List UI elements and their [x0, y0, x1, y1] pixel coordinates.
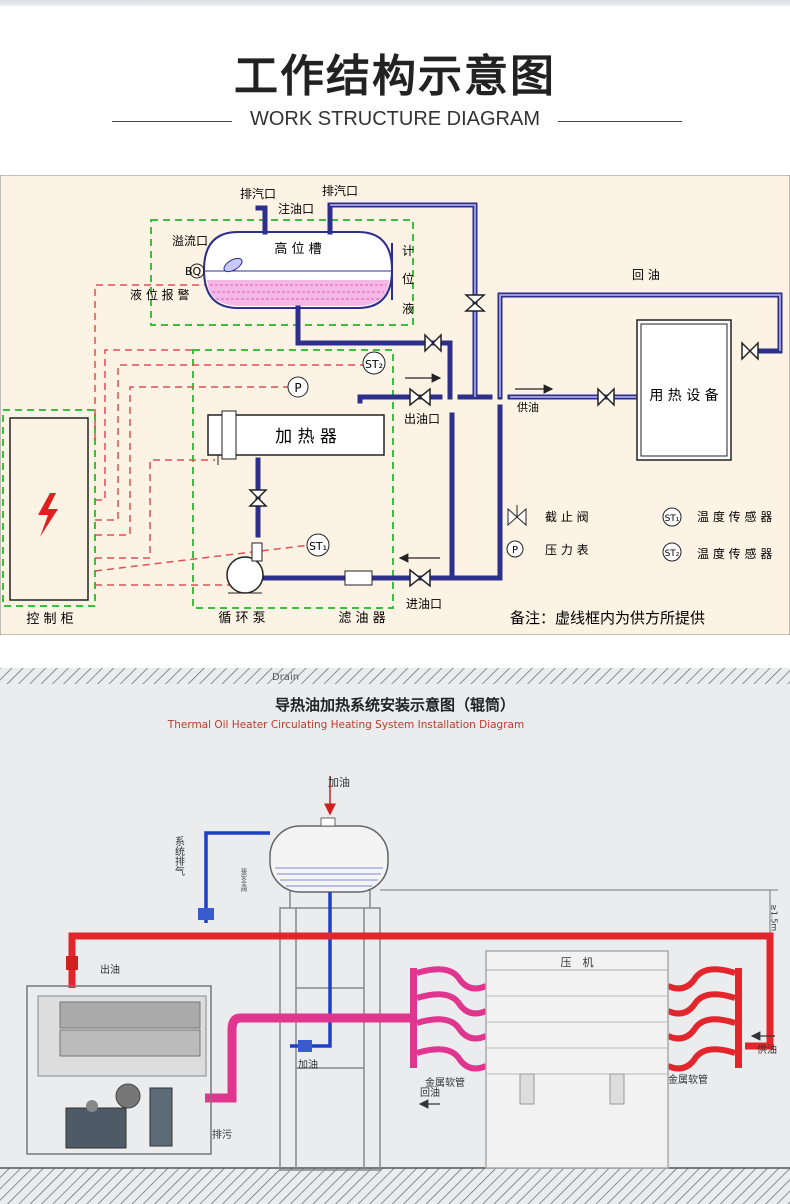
- title-rule-right: [558, 121, 682, 122]
- outlet-label: 出油: [100, 963, 120, 976]
- heater: [207, 410, 385, 465]
- work-structure-diagram: 控 制 柜 高 位 槽 BQ 溢流口 排汽口 注油口 排汽口 液 位 报 警 计…: [0, 175, 790, 635]
- drain-label: 排污: [212, 1128, 232, 1141]
- high-tank-label: 高 位 槽: [274, 241, 321, 257]
- metal-hose-left-label: 金属软管: [425, 1076, 465, 1089]
- valves: [248, 294, 759, 588]
- overflow-label: 溢流口: [172, 234, 208, 248]
- pipe-highlights: [330, 204, 781, 398]
- title-rule-left: [112, 121, 232, 122]
- level-gauge-2: 位: [402, 271, 414, 286]
- pump-label: 循 环 泵: [218, 611, 265, 626]
- electric-bolt-icon: [38, 493, 58, 537]
- drain-tag: Drain: [272, 672, 299, 683]
- return-pipe: [205, 1013, 412, 1103]
- supply-manifold: [735, 968, 742, 1068]
- oil-filter: [344, 570, 373, 586]
- heat-equipment: [636, 319, 732, 461]
- supply-label: 供油: [517, 400, 539, 414]
- return-oil-label: 回 油: [632, 268, 660, 282]
- legend-p-symbol: P: [512, 545, 518, 556]
- diagram2-title: 导热油加热系统安装示意图（辊筒）: [275, 696, 515, 714]
- heater-unit: [26, 985, 212, 1155]
- legend-valve-label: 截 止 阀: [545, 510, 589, 524]
- page-header: 工作结构示意图 WORK STRUCTURE DIAGRAM: [0, 0, 790, 170]
- add-oil-top-label: 加油: [328, 775, 350, 789]
- fill-valve: [298, 1040, 312, 1052]
- vent1-label: 排汽口: [240, 186, 276, 201]
- legend-st1-symbol: ST₁: [665, 514, 680, 524]
- tank-side-label: 接安全阀: [240, 867, 247, 893]
- pump: [226, 542, 264, 594]
- left-hoses: [416, 966, 488, 1072]
- add-oil-label: 加油: [298, 1058, 318, 1071]
- legend-temp2-label: 温 度 传 感 器: [697, 546, 772, 561]
- floor-hatch: [0, 1168, 790, 1204]
- legend-st2-icon: [662, 542, 682, 562]
- press-machine: [485, 950, 669, 1169]
- st1-label: ST₁: [309, 540, 327, 553]
- control-cabinet-label: 控 制 柜: [26, 612, 73, 627]
- level-gauge-3: 液: [402, 301, 414, 316]
- outlet-label: 出油口: [404, 412, 440, 426]
- vent-valve: [198, 908, 214, 920]
- legend-st2-symbol: ST₂: [665, 549, 680, 559]
- high-tank: [202, 231, 394, 309]
- st2-label: ST₂: [365, 358, 383, 371]
- supply-label: 供油: [757, 1043, 777, 1056]
- diagram1-note: 备注：虚线框内为供方所提供: [510, 609, 705, 627]
- heat-equipment-inner: [640, 323, 728, 457]
- heater-label: 加 热 器: [275, 427, 337, 447]
- inlet-label: 进油口: [406, 597, 442, 611]
- pressure-gauge-p: [287, 376, 309, 398]
- tank-supply-box: [150, 219, 414, 326]
- ceiling-hatch: [0, 668, 790, 684]
- float-ball: [223, 257, 243, 273]
- outlet-valve: [66, 956, 78, 970]
- page-title: 工作结构示意图: [234, 51, 556, 102]
- height-label: ≥1.5m: [770, 904, 779, 931]
- top-band: [0, 0, 790, 6]
- heat-equipment-label: 用 热 设 备: [649, 387, 718, 404]
- legend-p-icon: [506, 540, 524, 558]
- metal-hose-right-label: 金属软管: [668, 1073, 708, 1086]
- press-label: 压 机: [561, 955, 594, 969]
- filter-label: 滤 油 器: [338, 611, 385, 626]
- bq-sensor: [189, 263, 205, 279]
- legend-st1-icon: [662, 507, 682, 527]
- st2-sensor: [362, 351, 386, 375]
- page-subtitle: WORK STRUCTURE DIAGRAM: [250, 108, 540, 130]
- level-alarm-label: 液 位 报 警: [130, 287, 189, 302]
- vent-pipe: [204, 831, 270, 923]
- fill-port-label: 注油口: [278, 201, 314, 216]
- vent2-label: 排汽口: [322, 183, 358, 198]
- return-manifold: [410, 968, 417, 1068]
- bq-label: BQ: [185, 265, 202, 278]
- st1-sensor: [306, 533, 330, 557]
- legend-pressure-label: 压 力 表: [545, 543, 589, 557]
- installation-diagram: Drain 导热油加热系统安装示意图（辊筒） Thermal Oil Heate…: [0, 668, 790, 1204]
- heater-supply-box: [192, 349, 394, 609]
- diagram2-subtitle: Thermal Oil Heater Circulating Heating S…: [167, 719, 524, 731]
- level-gauge-1: 计: [402, 244, 414, 258]
- signal-lines: [94, 284, 365, 586]
- p-label: P: [294, 381, 301, 395]
- system-vent-label: 系统排气: [173, 836, 185, 876]
- legend-temp1-label: 温 度 传 感 器: [697, 509, 772, 524]
- expansion-tank: [269, 817, 389, 893]
- legend-valve-icon: [507, 505, 527, 527]
- return-oil-label: 回油: [420, 1086, 440, 1099]
- right-hoses: [666, 966, 736, 1072]
